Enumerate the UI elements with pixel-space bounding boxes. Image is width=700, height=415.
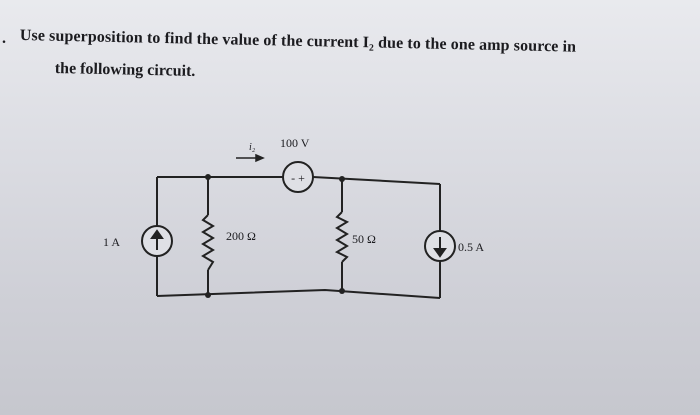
question-number: . [2, 30, 6, 47]
resistor-50-label: 50 Ω [352, 232, 376, 246]
bottom-wire [156, 288, 441, 299]
voltage-source-polarity: - + [291, 171, 305, 185]
voltage-source-100v [282, 161, 314, 193]
current-source-1a [141, 225, 173, 257]
left-source-label: 1 A [103, 235, 120, 249]
current-label-i2: i₂ [249, 142, 256, 153]
current-arrow-i2 [236, 153, 265, 163]
top-wire-right [312, 176, 441, 185]
right-source-label: 0.5 A [458, 240, 484, 254]
node-bottom-right [339, 288, 345, 294]
voltage-source-label: 100 V [280, 136, 310, 150]
node-top-left [205, 174, 211, 180]
node-top-right [339, 176, 345, 182]
node-bottom-left [205, 292, 211, 298]
resistor-50-zigzag [334, 211, 350, 263]
resistor-200-zigzag [201, 214, 215, 271]
current-source-0-5a [424, 230, 456, 262]
resistor-200-label: 200 Ω [226, 229, 256, 243]
